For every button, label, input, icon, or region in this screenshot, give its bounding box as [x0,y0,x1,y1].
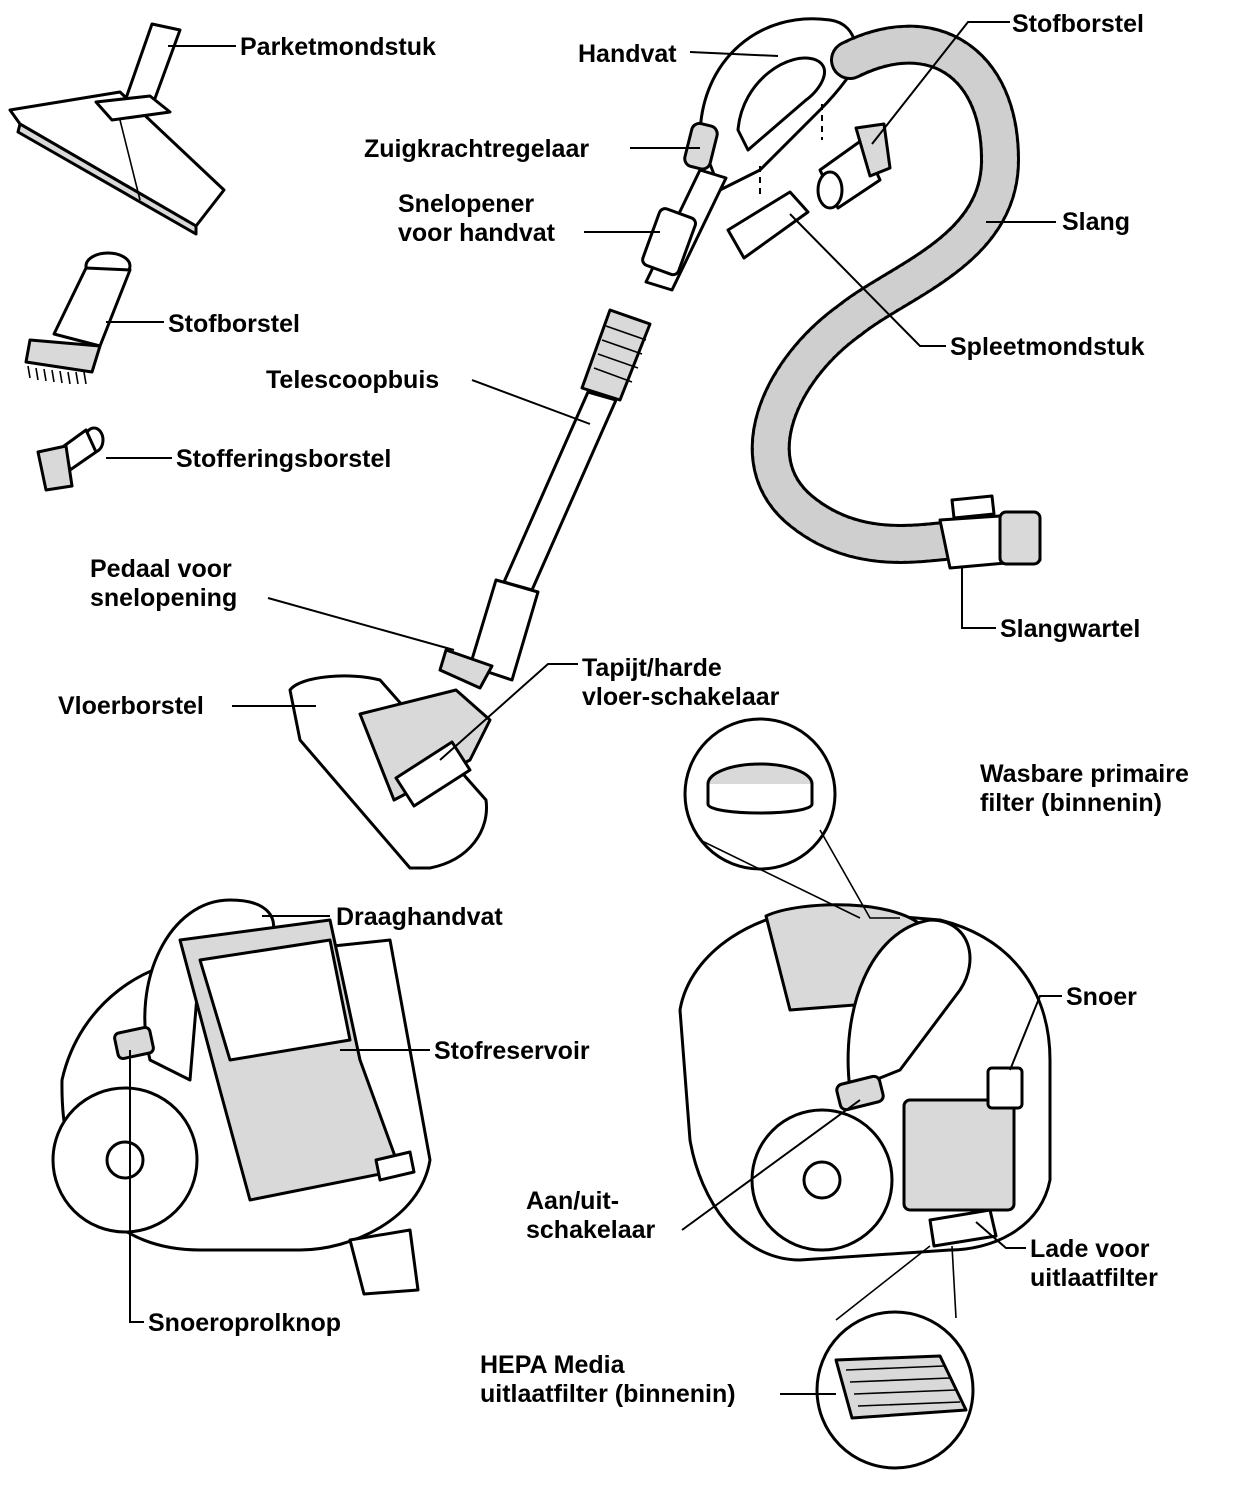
leader-tapijt [439,663,578,761]
labels: Parketmondstuk Stofborstel Stofferingsbo… [58,10,1189,1408]
label-zuigkrachtregelaar: Zuigkrachtregelaar [364,135,589,163]
label-snelopener-line2: voor handvat [398,219,556,247]
label-vloerborstel: Vloerborstel [58,692,204,720]
label-tapijt-line2: vloer-schakelaar [582,683,780,711]
primary-filter-callout [683,717,900,919]
label-stofferingsborstel: Stofferingsborstel [176,445,391,473]
label-wasbare-line2: filter (binnenin) [980,789,1162,817]
label-snoer: Snoer [1066,983,1137,1011]
parquet-nozzle-illustration [8,22,226,236]
label-aanuit-line1: Aan/uit- [526,1187,619,1215]
leader-stofborstel-right [871,21,1010,145]
hepa-filter-callout [815,1245,975,1470]
leader-pedaal [267,597,455,651]
leader-spleetmondstuk [789,213,946,347]
leader-snoer [1009,995,1062,1071]
label-handvat: Handvat [578,40,677,68]
label-slangwartel: Slangwartel [1000,615,1140,643]
leader-aanuit [681,1099,861,1231]
leader-snoeroprolknop [129,1050,144,1323]
label-parketmondstuk: Parketmondstuk [240,33,436,61]
label-hepa-line1: HEPA Media [480,1351,626,1379]
leader-lade [975,1221,1026,1249]
label-pedaal-line1: Pedaal voor [90,555,232,583]
label-draaghandvat: Draaghandvat [336,903,503,931]
label-tapijt-line1: Tapijt/harde [582,654,722,682]
canister-right-illustration [678,903,1052,1262]
dust-brush-right-illustration [816,104,892,210]
leader-telescoopbuis [471,379,591,425]
label-snoeroprolknop: Snoeroprolknop [148,1309,341,1337]
hose-illustration [750,24,1042,570]
upholstery-brush-illustration [36,426,105,492]
leader-slangwartel [961,568,996,629]
canister-left-illustration [51,898,432,1296]
label-stofborstel-right: Stofborstel [1012,10,1144,38]
label-snelopener-line1: Snelopener [398,190,534,218]
label-stofborstel-left: Stofborstel [168,310,300,338]
label-spleetmondstuk: Spleetmondstuk [950,333,1145,361]
label-lade-line1: Lade voor [1030,1235,1150,1263]
label-lade-line2: uitlaatfilter [1030,1264,1158,1292]
leader-handvat [689,51,779,57]
label-stofreservoir: Stofreservoir [434,1037,590,1065]
dust-brush-left-illustration [24,251,132,385]
telescopic-wand-illustration [288,17,858,870]
label-telescoopbuis: Telescoopbuis [266,366,439,394]
label-pedaal-line2: snelopening [90,584,237,612]
label-slang: Slang [1062,208,1130,236]
label-aanuit-line2: schakelaar [526,1216,656,1244]
label-wasbare-line1: Wasbare primaire [980,760,1189,788]
crevice-tool-illustration [726,166,810,260]
label-hepa-line2: uitlaatfilter (binnenin) [480,1380,736,1408]
leader-lines [106,21,1062,1395]
